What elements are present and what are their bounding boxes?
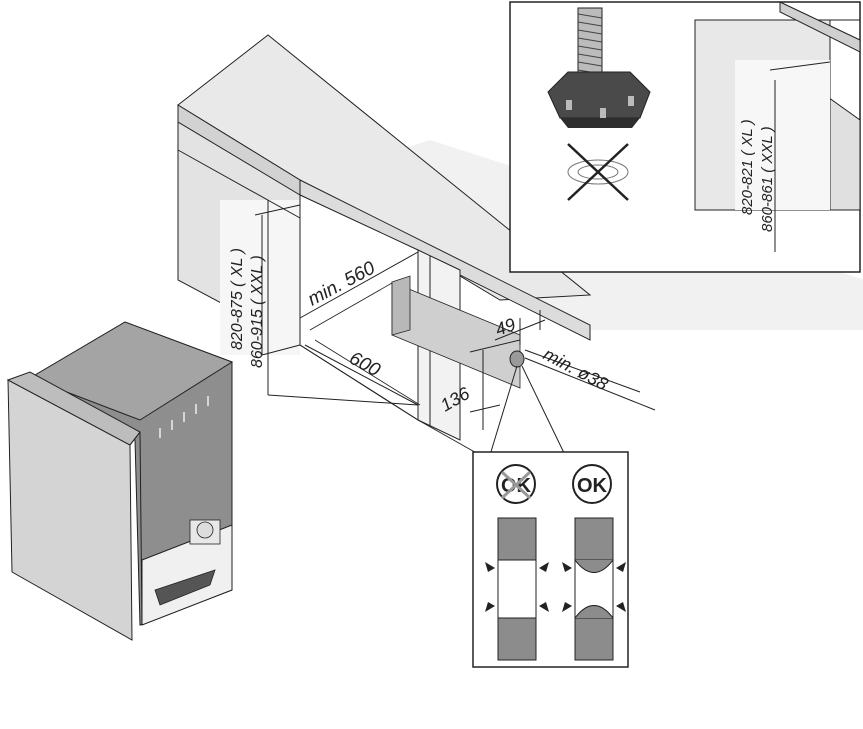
ok-badge-icon bbox=[572, 464, 612, 504]
dim-height-xxl: 860-915 ( XXL ) bbox=[249, 255, 266, 368]
inset-dim-xl: 820-821 ( XL ) bbox=[739, 119, 756, 215]
ok-label: OK bbox=[577, 475, 608, 497]
hose-callout: OK OK bbox=[472, 451, 629, 668]
inset-dim-xxl: 860-861 ( XXL ) bbox=[759, 126, 776, 232]
dishwasher-illustration bbox=[6, 321, 234, 641]
dim-min-hole-diameter: min. ø38 bbox=[540, 344, 611, 395]
hose-good bbox=[562, 517, 626, 661]
dimension-lines bbox=[254, 200, 656, 456]
dim-height-xl: 820-875 ( XL ) bbox=[229, 248, 246, 350]
inset-foot-detail bbox=[509, 1, 861, 273]
hose-bad bbox=[485, 517, 549, 661]
drain-hole bbox=[509, 350, 525, 368]
cabinet-niche bbox=[177, 34, 863, 456]
